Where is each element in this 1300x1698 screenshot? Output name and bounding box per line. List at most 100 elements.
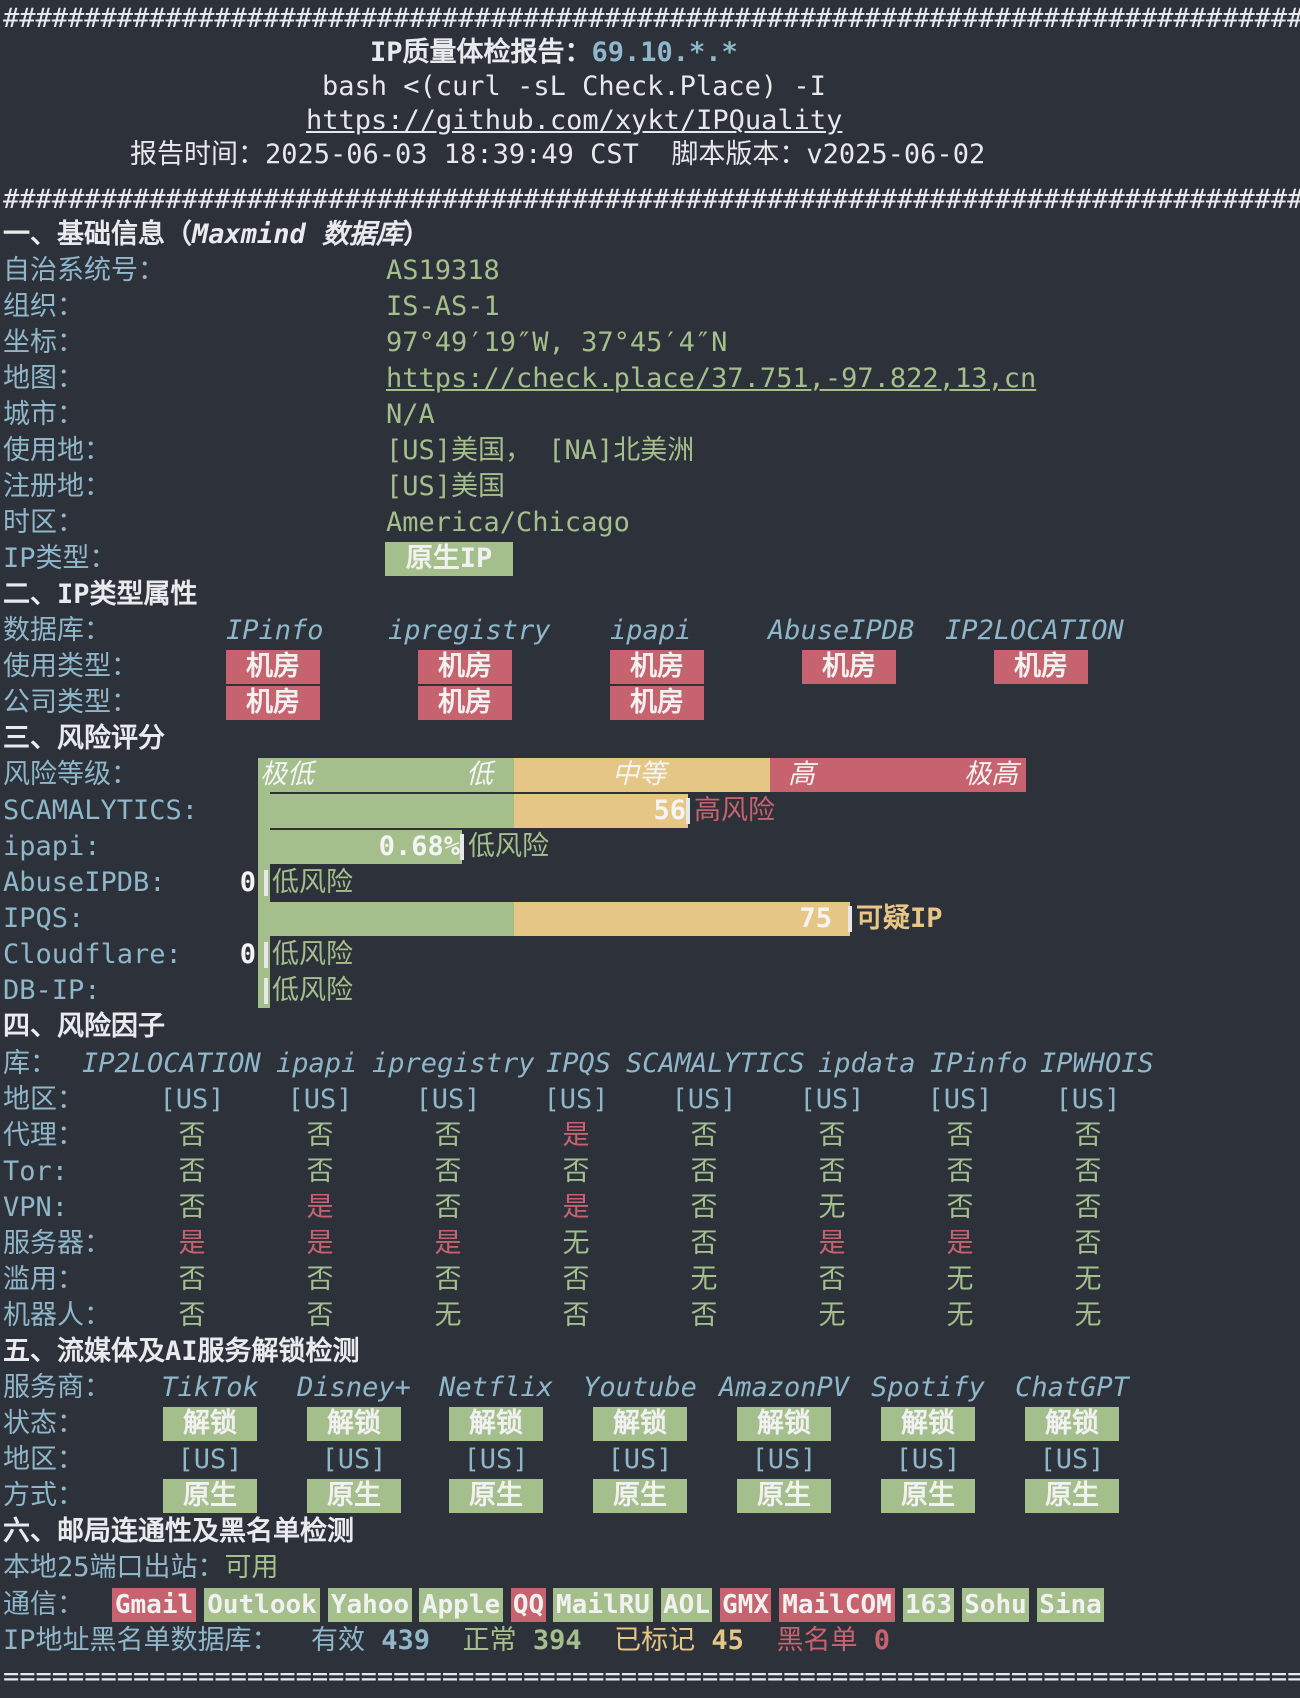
factor-value: 否 <box>946 1192 974 1223</box>
info-value: America/Chicago <box>386 507 630 538</box>
factor-value: 否 <box>562 1264 590 1295</box>
mail-provider-badge: GMX <box>720 1588 771 1622</box>
info-label: 注册地： <box>3 471 111 502</box>
risk-score: 56 <box>653 795 686 826</box>
bl-valid: 439 <box>381 1625 431 1656</box>
factor-value: 无 <box>946 1264 974 1295</box>
factor-value: 是 <box>562 1120 590 1151</box>
github-link[interactable]: https://github.com/xykt/IPQuality <box>306 105 843 136</box>
factor-db-name: IPWHOIS <box>1040 1048 1154 1079</box>
info-value: AS19318 <box>386 255 500 286</box>
factor-value: [US] <box>927 1084 993 1115</box>
provider-name: AmazonPV <box>718 1372 850 1403</box>
section6-title: 六、邮局连通性及黑名单检测 <box>3 1516 354 1547</box>
unlock-region: [US] <box>751 1444 817 1475</box>
factor-db-name: IPinfo <box>930 1048 1028 1079</box>
db-name: IP2LOCATION <box>945 615 1124 646</box>
factor-label: 机器人： <box>3 1300 111 1331</box>
ip-type-badge: 原生IP <box>385 542 513 576</box>
port25-value: 可用 <box>224 1552 279 1583</box>
usage-type-badge: 机房 <box>418 650 512 684</box>
unlock-method-badge: 原生 <box>593 1479 687 1513</box>
factor-value: 无 <box>1074 1264 1102 1295</box>
mail-provider-badge: 163 <box>903 1588 954 1622</box>
command-text[interactable]: bash <(curl -sL Check.Place) -I <box>322 71 826 102</box>
factor-value: 否 <box>178 1120 206 1151</box>
risk-score: 0.68% <box>378 831 460 862</box>
info-label: 时区： <box>3 507 84 538</box>
comm-label: 通信： <box>3 1589 84 1620</box>
risk-level-text: 低 <box>466 759 493 790</box>
risk-bar-mid <box>514 902 850 936</box>
info-value: N/A <box>386 399 435 430</box>
factor-value: 否 <box>690 1156 718 1187</box>
section1-title: 一、基础信息（Maxmind 数据库） <box>3 219 431 250</box>
factor-db-name: SCAMALYTICS <box>626 1048 805 1079</box>
risk-source-label: IPQS: <box>3 903 85 934</box>
factor-value: 否 <box>818 1120 846 1151</box>
usage-type-badge: 机房 <box>610 650 704 684</box>
map-link[interactable]: https://check.place/37.751,-97.822,13,cn <box>386 363 1037 394</box>
usage-label: 使用类型： <box>3 651 138 682</box>
risk-bar-divider <box>848 906 852 932</box>
factor-value: 否 <box>434 1120 462 1151</box>
factor-value: 否 <box>178 1264 206 1295</box>
db-name: AbuseIPDB <box>768 615 915 646</box>
factor-value: 是 <box>818 1228 846 1259</box>
scale-segment-mid <box>514 758 770 792</box>
unlock-status-badge: 解锁 <box>307 1407 401 1441</box>
factor-value: 否 <box>562 1300 590 1331</box>
factor-label: 地区： <box>3 1084 84 1115</box>
factor-value: [US] <box>287 1084 353 1115</box>
factor-value: [US] <box>159 1084 225 1115</box>
db-name: ipapi <box>610 615 692 646</box>
unlock-method-badge: 原生 <box>1025 1479 1119 1513</box>
bl-marked: 45 <box>711 1625 744 1656</box>
info-value: 97°49′19″W, 37°45′4″N <box>386 327 728 358</box>
company-type-badge: 机房 <box>610 686 704 720</box>
info-value: [US]美国， [NA]北美洲 <box>386 435 695 466</box>
mail-provider-badge: Outlook <box>204 1588 320 1622</box>
factor-value: 无 <box>946 1300 974 1331</box>
factor-db-name: IP2LOCATION <box>82 1048 261 1079</box>
factor-db-label: 库： <box>3 1048 57 1079</box>
rule-bottom: ========================================… <box>3 1661 1300 1692</box>
db-name: IPinfo <box>226 615 324 646</box>
mail-provider-badge: MailCOM <box>779 1588 895 1622</box>
factor-value: 否 <box>946 1156 974 1187</box>
factor-value: 否 <box>178 1300 206 1331</box>
risk-bar-divider <box>264 870 268 896</box>
factor-value: 否 <box>690 1120 718 1151</box>
factor-value: 否 <box>818 1264 846 1295</box>
unlock-method-badge: 原生 <box>307 1479 401 1513</box>
risk-desc: 可疑IP <box>856 903 943 934</box>
section4-title: 四、风险因子 <box>3 1011 165 1042</box>
mail-provider-badge: Gmail <box>112 1588 196 1622</box>
company-type-badge: 机房 <box>418 686 512 720</box>
usage-type-badge: 机房 <box>802 650 896 684</box>
factor-value: [US] <box>415 1084 481 1115</box>
factor-value: 是 <box>434 1228 462 1259</box>
section2-title: 二、IP类型属性 <box>3 579 198 610</box>
factor-value: 否 <box>1074 1192 1102 1223</box>
provider-label: 服务商： <box>3 1372 111 1403</box>
report-title: IP质量体检报告：69.10.*.* <box>370 37 738 68</box>
unlock-status-badge: 解锁 <box>737 1407 831 1441</box>
risk-bar-divider <box>264 978 268 1004</box>
usage-type-badge: 机房 <box>226 650 320 684</box>
info-label: 坐标： <box>3 327 84 358</box>
factor-value: 否 <box>562 1156 590 1187</box>
factor-value: 否 <box>434 1156 462 1187</box>
mail-provider-badge: QQ <box>511 1588 546 1622</box>
factor-value: 否 <box>306 1300 334 1331</box>
unlock-region: [US] <box>177 1444 243 1475</box>
risk-level-text: 中等 <box>612 759 666 790</box>
company-label: 公司类型： <box>3 687 138 718</box>
risk-source-label: SCAMALYTICS: <box>3 795 199 826</box>
bl-normal: 394 <box>532 1625 582 1656</box>
factor-db-name: ipapi <box>276 1048 358 1079</box>
info-label: IP类型： <box>3 543 117 574</box>
factor-value: 否 <box>306 1120 334 1151</box>
factor-label: Tor: <box>3 1156 69 1187</box>
status-label: 状态： <box>3 1408 84 1439</box>
